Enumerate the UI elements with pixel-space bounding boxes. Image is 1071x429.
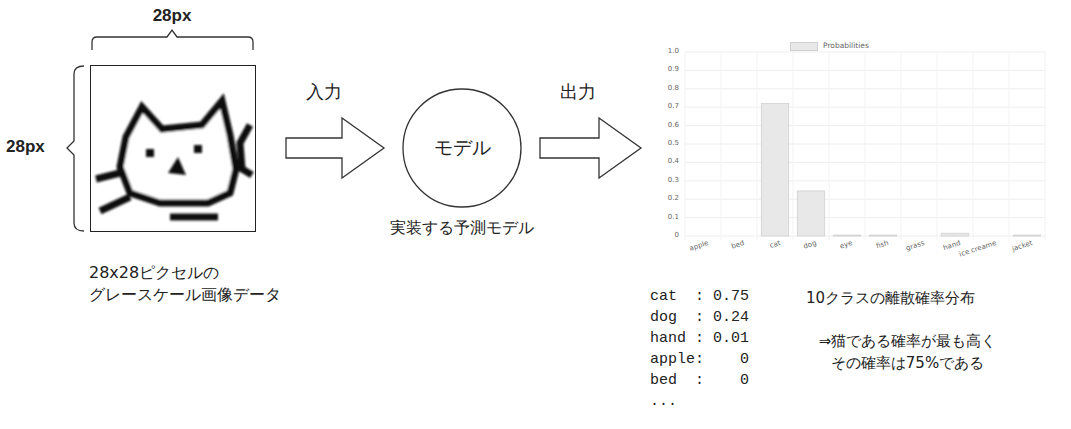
axis-tick: 1.0 [655,47,679,55]
grid-line [793,52,794,240]
legend-swatch [790,42,818,51]
axis-tick: 0.8 [655,84,679,92]
probability-list-line: ... [650,393,677,410]
probability-list-line: apple: 0 [650,351,749,368]
grid-line [757,52,758,240]
grid-line [721,52,722,240]
dimension-label: 28px [153,6,192,26]
image-caption: 28x28ピクセルの グレースケール画像データ [89,262,369,306]
probability-bar [1013,235,1040,237]
grid-line [685,52,686,240]
grid-line [1045,52,1046,240]
axis-tick: 0.3 [655,176,679,184]
probability-bar [869,235,896,237]
axis-tick: 0.1 [655,213,679,221]
category-label: apple [659,239,709,262]
model-caption: 実装する予測モデル [390,218,534,239]
axis-tick: 0 [655,231,679,239]
grid-line [829,52,830,240]
axis-tick: 0.5 [655,139,679,147]
height-bracket [67,66,84,231]
axis-tick: 0.4 [655,157,679,165]
legend-text: Probabilities [823,41,869,50]
probability-bar [941,233,968,236]
probability-bar [833,235,860,237]
edge-label: 出力 [558,80,598,104]
cat-illustration [96,101,252,217]
probability-list-line: dog : 0.24 [650,309,749,326]
grid-line [937,52,938,240]
probability-list-line: bed : 0 [650,372,749,389]
axis-tick: 0.9 [655,65,679,73]
axis-tick: 0.7 [655,102,679,110]
note-text: ⇒猫である確率が最も高く その確率は75%である [800,330,1015,374]
probability-bar [797,191,824,236]
axis-tick: 0.2 [655,194,679,202]
grid-line [1009,52,1010,240]
block-arrow [540,118,641,178]
width-bracket [92,30,253,50]
grid-line [973,52,974,240]
chart-plot [655,38,1050,250]
note-text: 10クラスの離散確率分布 [806,289,975,308]
image-box: 28x28ピクセルの グレースケール画像データ [90,65,256,232]
probability-bar [761,104,788,236]
model-name: モデル [434,135,491,161]
circle-shape [403,89,521,207]
probability-list-line: hand : 0.01 [650,330,749,347]
dimension-label: 28px [6,137,45,157]
axis-tick: 0.6 [655,121,679,129]
grid-line [865,52,866,240]
probability-list-line: cat : 0.75 [650,288,749,305]
grid-line [901,52,902,240]
chart-panel: 1.00.90.80.70.60.50.40.30.20.10applebedc… [655,38,1050,250]
edge-label: 入力 [304,80,344,104]
model-circle: モデル実装する予測モデル [402,88,522,208]
block-arrow [286,118,384,178]
